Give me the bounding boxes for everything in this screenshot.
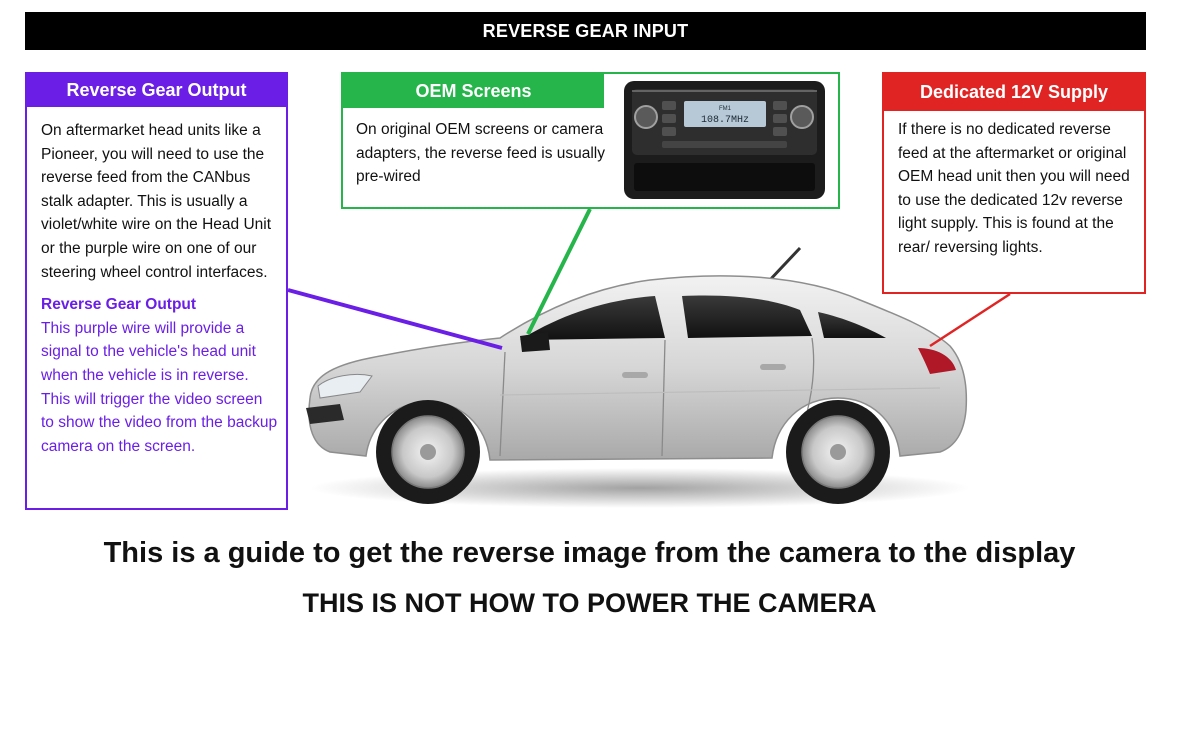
oem-screens-text: On original OEM screens or camera adapte… (356, 121, 605, 186)
green-connector-line (526, 208, 592, 335)
rear-wheel (786, 400, 890, 504)
page-title: REVERSE GEAR INPUT (482, 20, 689, 41)
oem-screens-title: OEM Screens (343, 74, 604, 108)
car-image (306, 246, 970, 508)
reverse-gear-output-subtext: This purple wire will provide a signal t… (41, 319, 278, 455)
radio-band: FM1 (719, 106, 732, 112)
guide-caption: This is a guide to get the reverse image… (103, 537, 1076, 569)
dedicated-12v-supply-text: If there is no dedicated reverse feed at… (898, 121, 1130, 256)
purple-connector-line (287, 288, 503, 350)
page-title-bar: REVERSE GEAR INPUT (25, 12, 1146, 50)
red-connector-line (929, 292, 1011, 348)
tune-knob-icon (790, 105, 814, 129)
reverse-gear-output-text: On aftermarket head units like a Pioneer… (41, 122, 272, 281)
volume-knob-icon (634, 105, 658, 129)
warning-caption: THIS IS NOT HOW TO POWER THE CAMERA (302, 588, 877, 618)
dedicated-12v-supply-box: Dedicated 12V Supply If there is no dedi… (882, 72, 1146, 294)
radio-frequency: 108.7MHz (701, 115, 749, 126)
oem-screens-box: OEM Screens On original OEM screens or c… (341, 72, 840, 209)
head-unit-image: FM1 108.7MHz (624, 81, 825, 199)
reverse-gear-output-subtitle: Reverse Gear Output (41, 296, 197, 314)
dedicated-12v-supply-title: Dedicated 12V Supply (884, 74, 1144, 111)
reverse-gear-output-title: Reverse Gear Output (27, 74, 286, 107)
front-wheel (376, 400, 480, 504)
reverse-gear-output-box: Reverse Gear Output On aftermarket head … (25, 72, 288, 510)
